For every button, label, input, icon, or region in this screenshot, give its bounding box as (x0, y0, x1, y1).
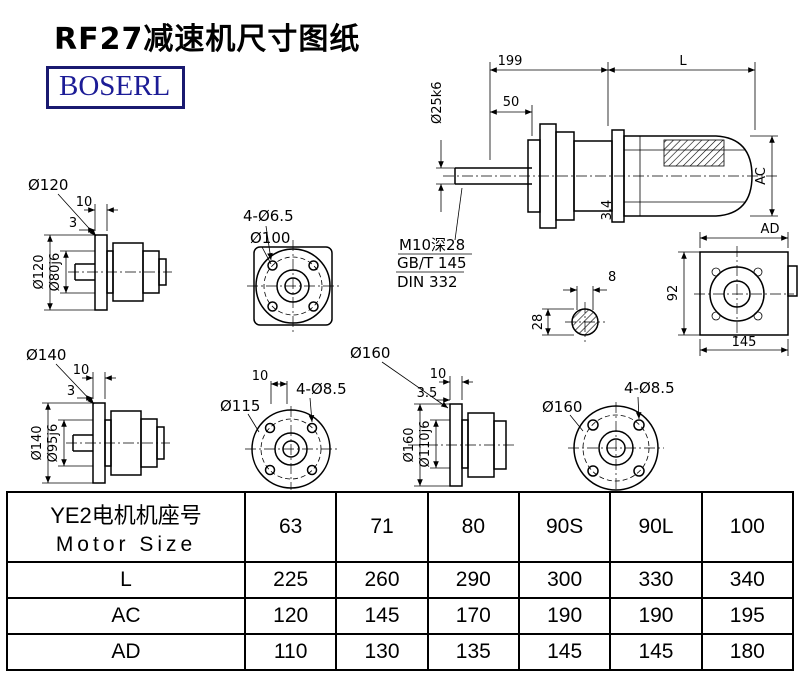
table-cell: 340 (700, 561, 795, 599)
table-cell: 145 (609, 633, 703, 671)
dia-115-label: Ø115 (220, 397, 260, 415)
size-col-100: 100 (700, 491, 795, 563)
size-col-63: 63 (243, 491, 338, 563)
table-cell: 300 (517, 561, 612, 599)
flange-view-160: Ø160 4-Ø8.5 (542, 379, 675, 491)
table-cell: 180 (700, 633, 795, 671)
table-cell: 190 (609, 597, 703, 635)
note-din: DIN 332 (397, 273, 458, 291)
motor-size-table: YE2电机机座号 Motor Size 63 71 80 90S 90L 100… (6, 491, 795, 671)
flange-view-100: 4-Ø6.5 Ø100 (243, 207, 339, 332)
table-cell: 330 (609, 561, 703, 599)
dim-34-label: 3.4 (600, 200, 615, 221)
dim-ad-label: AD (761, 222, 780, 237)
gearbox-end-view: AD 92 145 (531, 222, 798, 356)
dim-145-label: 145 (732, 335, 757, 350)
table-row-l: L 225 260 290 300 330 340 (6, 561, 795, 599)
dia-160-label: Ø160 (542, 398, 582, 416)
dim-199-label: 199 (498, 54, 523, 69)
table-row-ad: AD 110 130 135 145 145 180 (6, 633, 795, 671)
dia-140-label: Ø140 (30, 425, 45, 460)
callout-120: Ø120 (28, 176, 68, 194)
dia-120-label: Ø120 (32, 254, 47, 289)
view-160: Ø160 10 3.5 Ø160 Ø110j6 (350, 344, 514, 487)
table-header-en: Motor Size (55, 532, 197, 556)
view-120: Ø120 10 3 Ø120 (28, 176, 172, 311)
shaft-dia-label: Ø25k6 (430, 81, 445, 124)
note-gb: GB/T 145 (397, 254, 467, 272)
boserl-logo: BOSERL (46, 66, 186, 110)
table-cell: 130 (335, 633, 429, 671)
dim-35-label: 3.5 (417, 386, 438, 401)
table-cell: 110 (243, 633, 338, 671)
dim-3-label: 3 (67, 384, 75, 399)
table-cell: 190 (517, 597, 612, 635)
row-label-l: L (6, 561, 246, 599)
dim-10-label: 10 (252, 369, 269, 384)
shaft-stub (74, 263, 95, 281)
dim-8-label: 8 (608, 270, 616, 285)
size-col-90l: 90L (609, 491, 703, 563)
size-col-80: 80 (426, 491, 520, 563)
dim-10-label: 10 (73, 363, 90, 378)
dia-95j6-label: Ø95j6 (46, 424, 61, 463)
holes-160-label: 4-Ø8.5 (624, 379, 675, 397)
technical-drawing: 199 L 50 Ø25k6 AC 3.4 M10深28 GB/T 145 (26, 54, 798, 491)
row-label-ad: AD (6, 633, 246, 671)
holes-100-label: 4-Ø6.5 (243, 207, 294, 225)
dim-ac-label: AC (754, 167, 769, 185)
dim-l-label: L (679, 54, 687, 69)
note-thread: M10深28 (399, 236, 465, 254)
main-assembly-view: 199 L 50 Ø25k6 AC 3.4 M10深28 GB/T 145 (396, 54, 780, 291)
size-col-90s: 90S (517, 491, 612, 563)
dim-10-label: 10 (76, 195, 93, 210)
table-cell: 145 (517, 633, 612, 671)
dim-50-label: 50 (503, 95, 520, 110)
dim-92-label: 92 (666, 285, 681, 302)
row-label-ac: AC (6, 597, 246, 635)
table-cell: 195 (700, 597, 795, 635)
input-shaft (454, 167, 532, 185)
table-header-cell: YE2电机机座号 Motor Size (6, 491, 246, 563)
table-cell: 170 (426, 597, 520, 635)
flange-plate (94, 234, 108, 311)
motor-body (623, 135, 753, 217)
holes-115-label: 4-Ø8.5 (296, 380, 347, 398)
view-140: Ø140 10 3 Ø140 (26, 346, 170, 484)
bolt-circle (263, 256, 323, 316)
dia-80j6-label: Ø80j6 (48, 253, 63, 292)
dim-10-label: 10 (430, 367, 447, 382)
table-row-ac: AC 120 145 170 190 190 195 (6, 597, 795, 635)
page-title: RF27减速机尺寸图纸 (54, 22, 361, 57)
table-cell: 260 (335, 561, 429, 599)
motor-fan-grid (663, 139, 725, 167)
flange-view-115: 10 Ø115 4-Ø8.5 (220, 369, 347, 490)
dia-100-label: Ø100 (250, 229, 290, 247)
table-header-cn: YE2电机机座号 (50, 502, 202, 528)
housing-outline (699, 251, 789, 336)
dia-110j6-label: Ø110j6 (418, 421, 433, 468)
callout-140: Ø140 (26, 346, 66, 364)
table-cell: 120 (243, 597, 338, 635)
dim-28-label: 28 (531, 314, 546, 331)
table-cell: 135 (426, 633, 520, 671)
table-header-row: YE2电机机座号 Motor Size 63 71 80 90S 90L 100 (6, 491, 795, 563)
shaft-stub (72, 434, 93, 452)
dim-3-label: 3 (69, 216, 77, 231)
table-cell: 145 (335, 597, 429, 635)
table-cell: 225 (243, 561, 338, 599)
callout-160: Ø160 (350, 344, 390, 362)
table-cell: 290 (426, 561, 520, 599)
dia-160-label: Ø160 (402, 427, 417, 462)
size-col-71: 71 (335, 491, 429, 563)
